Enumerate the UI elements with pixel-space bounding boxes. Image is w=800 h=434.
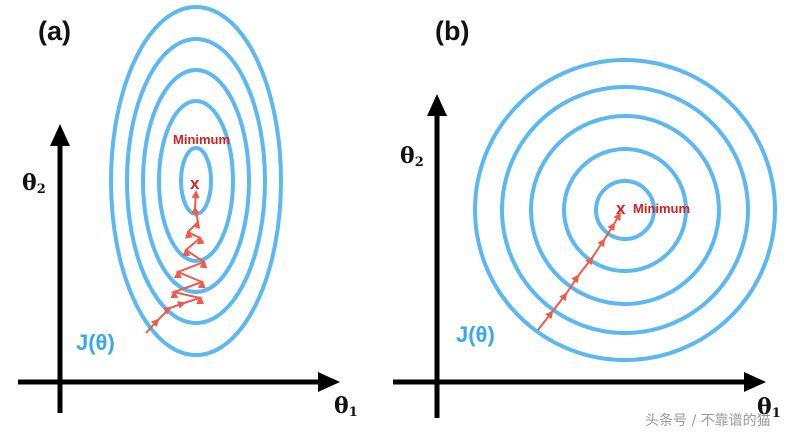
x-axis-label: θ1 [757, 394, 781, 421]
contour-circle [473, 58, 777, 362]
panel-b: (b) θ2 θ1 J(θ) x Minimum [393, 16, 781, 421]
panel-b-label: (b) [435, 16, 469, 46]
x-axis-arrowhead [744, 372, 766, 392]
contour-circle [500, 85, 750, 335]
panel-b-contours [473, 58, 777, 362]
panel-a-label: (a) [38, 16, 71, 46]
panel-a: (a) θ2 θ1 J(θ) Minimum x [18, 5, 358, 420]
y-axis-label: θ2 [22, 170, 46, 197]
y-axis-arrowhead [50, 124, 70, 146]
minimum-marker: x [616, 199, 626, 218]
contour-circle [529, 114, 721, 306]
minimum-label: Minimum [173, 132, 230, 147]
minimum-label: Minimum [633, 201, 690, 216]
x-axis-arrowhead [318, 372, 340, 392]
contour-circle [594, 179, 656, 241]
descent-path-a [145, 190, 208, 334]
cost-function-label: J(θ) [76, 330, 115, 355]
contour-circle [562, 147, 688, 273]
x-axis-label: θ1 [334, 393, 358, 420]
descent-path-b [537, 212, 622, 331]
minimum-marker: x [190, 174, 200, 193]
watermark: 头条号 / 不靠谱的猫 [645, 412, 771, 429]
y-axis-label: θ2 [400, 143, 424, 170]
contour-ellipse [109, 5, 283, 357]
cost-function-label: J(θ) [456, 322, 495, 347]
y-axis-arrowhead [427, 94, 447, 116]
